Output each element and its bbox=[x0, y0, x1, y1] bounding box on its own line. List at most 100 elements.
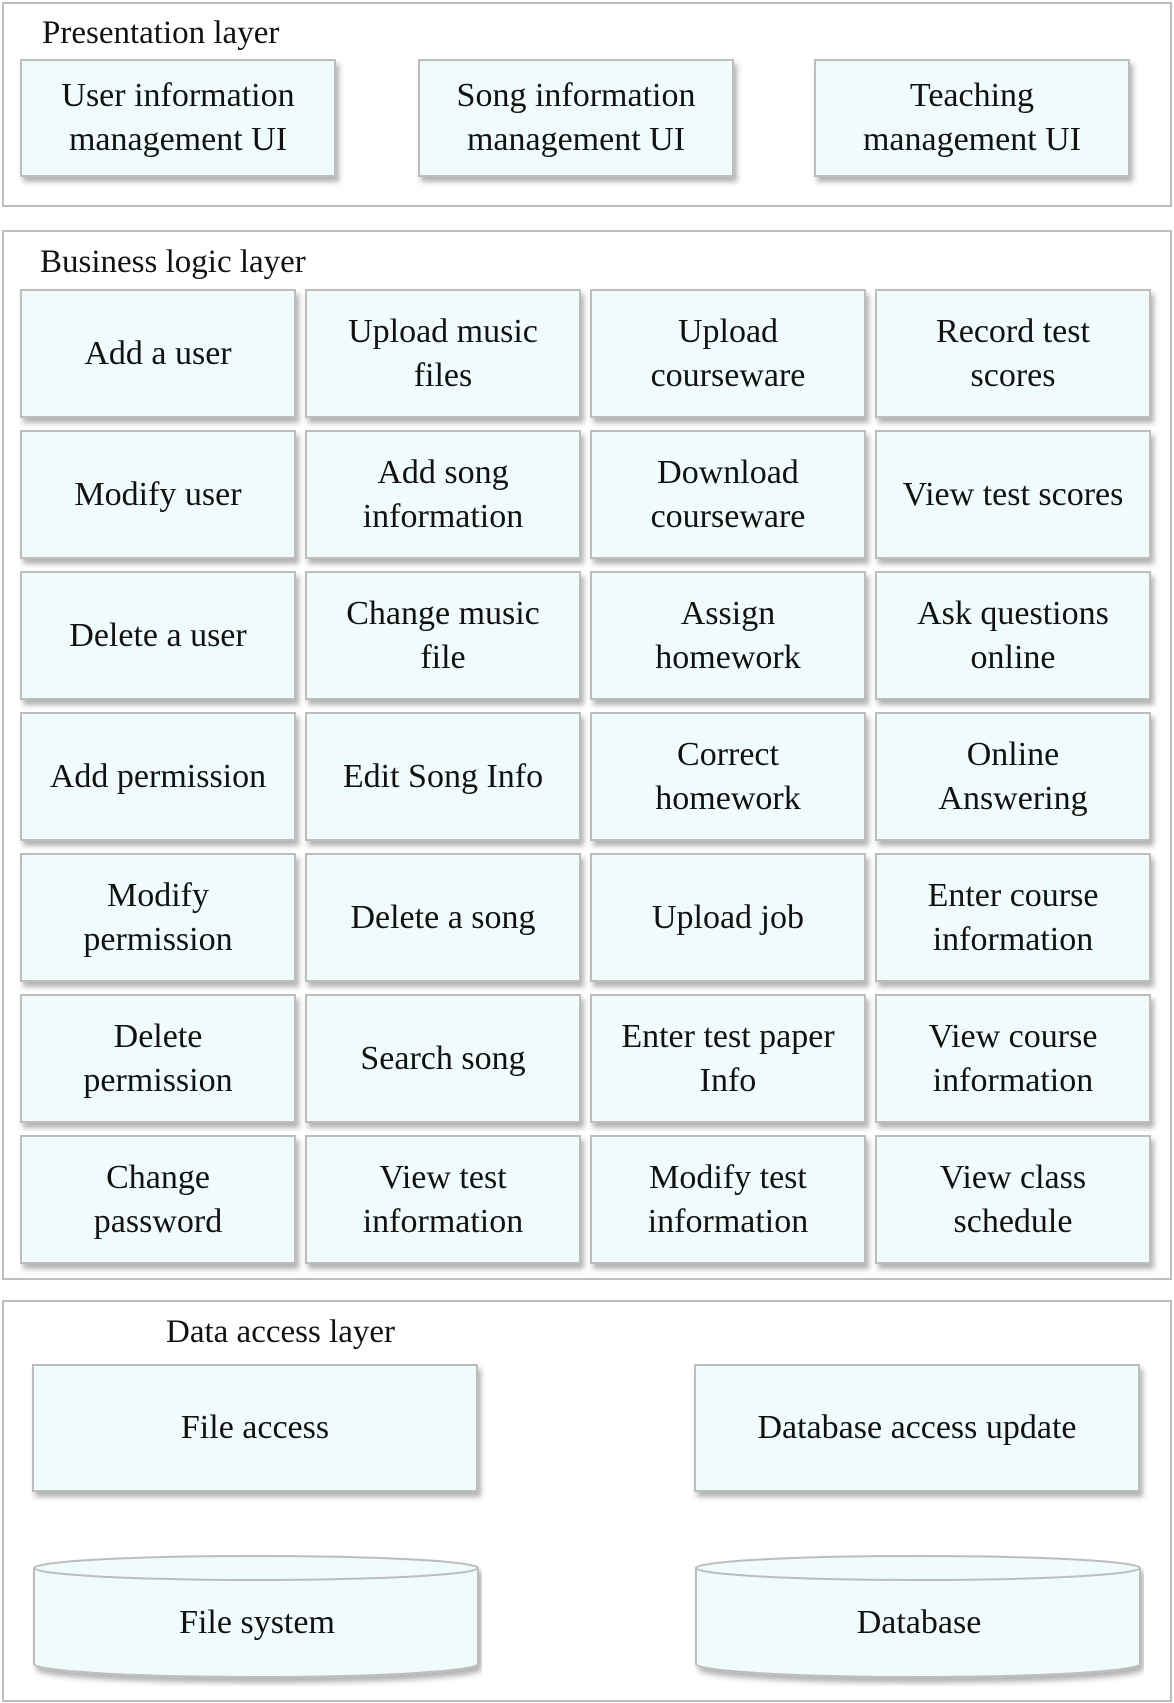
function-box-line: Add a user bbox=[84, 334, 232, 372]
database-cylinder: Database bbox=[694, 1554, 1144, 1686]
function-box-line: Delete a song bbox=[350, 898, 536, 936]
function-box: Add a user bbox=[20, 289, 296, 418]
function-box-line: Add permission bbox=[49, 757, 267, 795]
function-box-line: scores bbox=[970, 356, 1056, 394]
database-cylinder-shape bbox=[695, 1555, 1141, 1678]
teaching-management-ui-box: Teaching management UI bbox=[814, 59, 1130, 177]
function-box-line: files bbox=[413, 356, 473, 394]
function-box-line: Upload music bbox=[348, 312, 538, 350]
function-box-line: schedule bbox=[953, 1202, 1073, 1240]
function-box: Ask questions online bbox=[875, 571, 1151, 700]
function-box-line: courseware bbox=[650, 497, 806, 535]
function-box-line: information bbox=[362, 1202, 524, 1240]
box-line: User information bbox=[61, 77, 295, 115]
presentation-layer: Presentation layer User information manag… bbox=[2, 2, 1172, 207]
function-box-line: View class bbox=[939, 1158, 1087, 1196]
function-box-line: Record test bbox=[936, 312, 1090, 350]
box-line: management UI bbox=[466, 121, 686, 158]
file-system-label: File system bbox=[179, 1604, 335, 1641]
function-box-line: online bbox=[970, 638, 1056, 676]
function-box-line: View test scores bbox=[902, 475, 1124, 513]
function-box-line: Search song bbox=[360, 1039, 526, 1077]
function-box-line: Modify user bbox=[74, 475, 242, 513]
function-box-line: permission bbox=[83, 920, 233, 958]
function-box-line: information bbox=[932, 920, 1094, 958]
function-box: Add song information bbox=[305, 430, 581, 559]
function-box-line: homework bbox=[655, 638, 801, 676]
function-box: Edit Song Info bbox=[305, 712, 581, 841]
user-information-management-ui-box: User information management UI bbox=[20, 59, 336, 177]
function-box: Record test scores bbox=[875, 289, 1151, 418]
function-box: Change password bbox=[20, 1135, 296, 1264]
business-function-grid: Add a user Upload music files Upload coursew… bbox=[20, 289, 1151, 1264]
function-box-line: information bbox=[932, 1061, 1094, 1099]
function-box-line: Assign bbox=[680, 594, 776, 632]
database-access-update-label: Database access update bbox=[757, 1409, 1077, 1447]
function-box-line: Delete a user bbox=[69, 616, 247, 654]
function-box-line: Delete bbox=[113, 1017, 203, 1055]
function-box: Delete a song bbox=[305, 853, 581, 982]
function-box-line: Change bbox=[106, 1158, 210, 1196]
file-access-box: File access bbox=[32, 1364, 478, 1492]
database-access-update-box: Database access update bbox=[694, 1364, 1140, 1492]
database-label: Database bbox=[856, 1604, 982, 1641]
function-box: Change music file bbox=[305, 571, 581, 700]
presentation-layer-title: Presentation layer bbox=[42, 15, 280, 51]
function-box: Assign homework bbox=[590, 571, 866, 700]
function-box-line: homework bbox=[655, 779, 801, 817]
box-line: management UI bbox=[862, 121, 1082, 158]
function-box-line: permission bbox=[83, 1061, 233, 1099]
file-system-cylinder: File system bbox=[32, 1554, 482, 1686]
function-box: Modify test information bbox=[590, 1135, 866, 1264]
function-box: View test information bbox=[305, 1135, 581, 1264]
box-line: Teaching bbox=[909, 77, 1035, 115]
function-box: Download courseware bbox=[590, 430, 866, 559]
function-box: Upload music files bbox=[305, 289, 581, 418]
function-box-line: Modify test bbox=[649, 1158, 807, 1196]
function-box-line: information bbox=[362, 497, 524, 535]
function-box-line: courseware bbox=[650, 356, 806, 394]
file-access-label: File access bbox=[180, 1409, 330, 1447]
function-box: Correct homework bbox=[590, 712, 866, 841]
function-box-line: Enter test paper bbox=[621, 1017, 835, 1055]
function-box: Search song bbox=[305, 994, 581, 1123]
function-box-line: Edit Song Info bbox=[342, 757, 544, 795]
function-box-line: Correct bbox=[677, 735, 779, 773]
function-box-line: password bbox=[93, 1202, 223, 1240]
business-logic-layer-title: Business logic layer bbox=[40, 244, 306, 280]
file-system-cylinder-shape bbox=[33, 1555, 479, 1678]
function-box-line: Ask questions bbox=[917, 594, 1109, 632]
function-box-line: View course bbox=[928, 1017, 1098, 1055]
function-box-line: Info bbox=[699, 1061, 757, 1099]
function-box: Delete a user bbox=[20, 571, 296, 700]
function-box-line: Answering bbox=[938, 779, 1088, 817]
function-box: View class schedule bbox=[875, 1135, 1151, 1264]
data-access-layer-title: Data access layer bbox=[166, 1314, 396, 1350]
function-box: Upload job bbox=[590, 853, 866, 982]
function-box: Add permission bbox=[20, 712, 296, 841]
function-box-line: Change music bbox=[346, 594, 540, 632]
function-box-line: Download bbox=[657, 453, 799, 491]
song-information-management-ui-box: Song information management UI bbox=[418, 59, 734, 177]
function-box: View course information bbox=[875, 994, 1151, 1123]
function-box-line: Upload job bbox=[651, 898, 805, 936]
function-box: Modify user bbox=[20, 430, 296, 559]
function-box-line: information bbox=[647, 1202, 809, 1240]
data-access-layer: Data access layer File access Database a… bbox=[2, 1300, 1172, 1702]
function-box: Modify permission bbox=[20, 853, 296, 982]
function-box: View test scores bbox=[875, 430, 1151, 559]
function-box-line: Add song bbox=[377, 453, 509, 491]
function-box: Upload courseware bbox=[590, 289, 866, 418]
box-line: management UI bbox=[68, 121, 288, 158]
function-box-line: Upload bbox=[677, 312, 779, 350]
function-box: Delete permission bbox=[20, 994, 296, 1123]
function-box-line: View test bbox=[379, 1158, 507, 1196]
business-logic-layer: Business logic layer Add a user Upload mu… bbox=[2, 230, 1172, 1280]
function-box-line: Modify bbox=[107, 876, 209, 914]
box-line: Song information bbox=[456, 77, 696, 115]
function-box-line: file bbox=[420, 638, 466, 676]
function-box-line: Online bbox=[966, 735, 1060, 773]
